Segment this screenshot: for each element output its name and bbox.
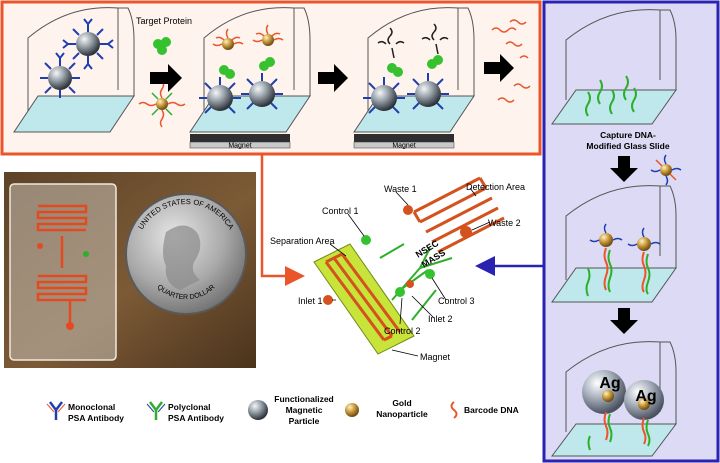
capture-dna [585, 75, 637, 117]
legend-label: Magnetic [286, 405, 323, 415]
legend-label: Functionalized [274, 394, 334, 404]
detection-panel-frame [542, 0, 720, 463]
legend: Monoclonal PSA Antibody Polyclonal PSA A… [46, 394, 519, 426]
silver-label: Ag [599, 375, 620, 392]
chamber-2: Magnet [189, 7, 311, 150]
legend-label: Barcode DNA [464, 405, 519, 415]
step-arrow-down [610, 156, 638, 182]
magnetic-particle [40, 52, 80, 98]
device-photo: UNITED STATES OF AMERICA QUARTER DOLLAR [4, 172, 256, 368]
step-arrow-down [610, 308, 638, 334]
detection-process-panel: Capture DNA- Modified Glass Slide [542, 0, 720, 463]
magnet-bar [190, 134, 290, 142]
label-waste-1: Waste 1 [384, 184, 417, 194]
port-control-2 [395, 287, 405, 297]
legend-label: Nanoparticle [376, 409, 428, 419]
slide-chamber-1 [551, 9, 677, 125]
chip-channels [36, 204, 88, 326]
port-control-1 [361, 235, 371, 245]
legend-label: PSA Antibody [168, 413, 224, 423]
magnet-label: Magnet [392, 143, 415, 150]
magnetic-particle [62, 18, 114, 70]
target-protein-icon [153, 37, 171, 55]
legend-label: Polyclonal [168, 402, 211, 412]
legend-magnetic-particle: Functionalized Magnetic Particle [248, 394, 334, 426]
released-barcode-dna [491, 19, 531, 103]
label-control-1: Control 1 [322, 206, 359, 216]
legend-label: PSA Antibody [68, 413, 124, 423]
label-control-3: Control 3 [438, 296, 475, 306]
glass-floor [13, 95, 135, 133]
slide-chamber-3 [551, 341, 677, 457]
magnet-bar [354, 134, 454, 142]
chip-schematic: NSEC MASS Waste 1 Detection Area Control… [270, 176, 525, 362]
capture-process-panel: Target Protein Magnet [0, 0, 542, 156]
port-inlet-1 [323, 295, 333, 305]
port-control-3 [425, 269, 435, 279]
legend-barcode-dna: Barcode DNA [450, 401, 519, 419]
slide-chamber-2 [551, 185, 677, 303]
magnet-label: Magnet [228, 143, 251, 150]
label-separation-area: Separation Area [270, 236, 335, 246]
silver-label: Ag [635, 388, 656, 405]
connector-arrow-orange [260, 154, 305, 286]
chamber-1 [13, 7, 135, 133]
legend-label: Gold [392, 398, 411, 408]
label-detection-area: Detection Area [466, 182, 525, 192]
label-control-2: Control 2 [384, 326, 421, 336]
label-inlet-1: Inlet 1 [298, 296, 323, 306]
label-inlet-2: Inlet 2 [428, 314, 453, 324]
slide-label-line1: Capture DNA- [600, 130, 656, 140]
label-waste-2: Waste 2 [488, 218, 521, 228]
legend-polyclonal: Polyclonal PSA Antibody [146, 401, 224, 423]
legend-gold-nanoparticle: Gold Nanoparticle [345, 398, 428, 419]
slide-label-line2: Modified Glass Slide [586, 141, 669, 151]
port-waste-1 [403, 205, 413, 215]
legend-label: Monoclonal [68, 402, 115, 412]
step-arrow [318, 64, 348, 92]
chamber-3: Magnet [353, 7, 475, 150]
step-arrow [150, 64, 182, 92]
port-waste-2 [460, 226, 472, 238]
gold-probe-icon [138, 80, 186, 128]
step-arrow [484, 54, 514, 82]
port-inlet-2 [406, 280, 414, 288]
legend-monoclonal: Monoclonal PSA Antibody [46, 401, 124, 423]
separation-channel [324, 252, 402, 342]
legend-label: Particle [289, 416, 320, 426]
label-magnet: Magnet [420, 352, 451, 362]
gold-probe-icon [650, 154, 682, 186]
detection-channel [412, 176, 505, 254]
chip-glass [9, 183, 117, 361]
target-protein-label: Target Protein [136, 16, 192, 26]
